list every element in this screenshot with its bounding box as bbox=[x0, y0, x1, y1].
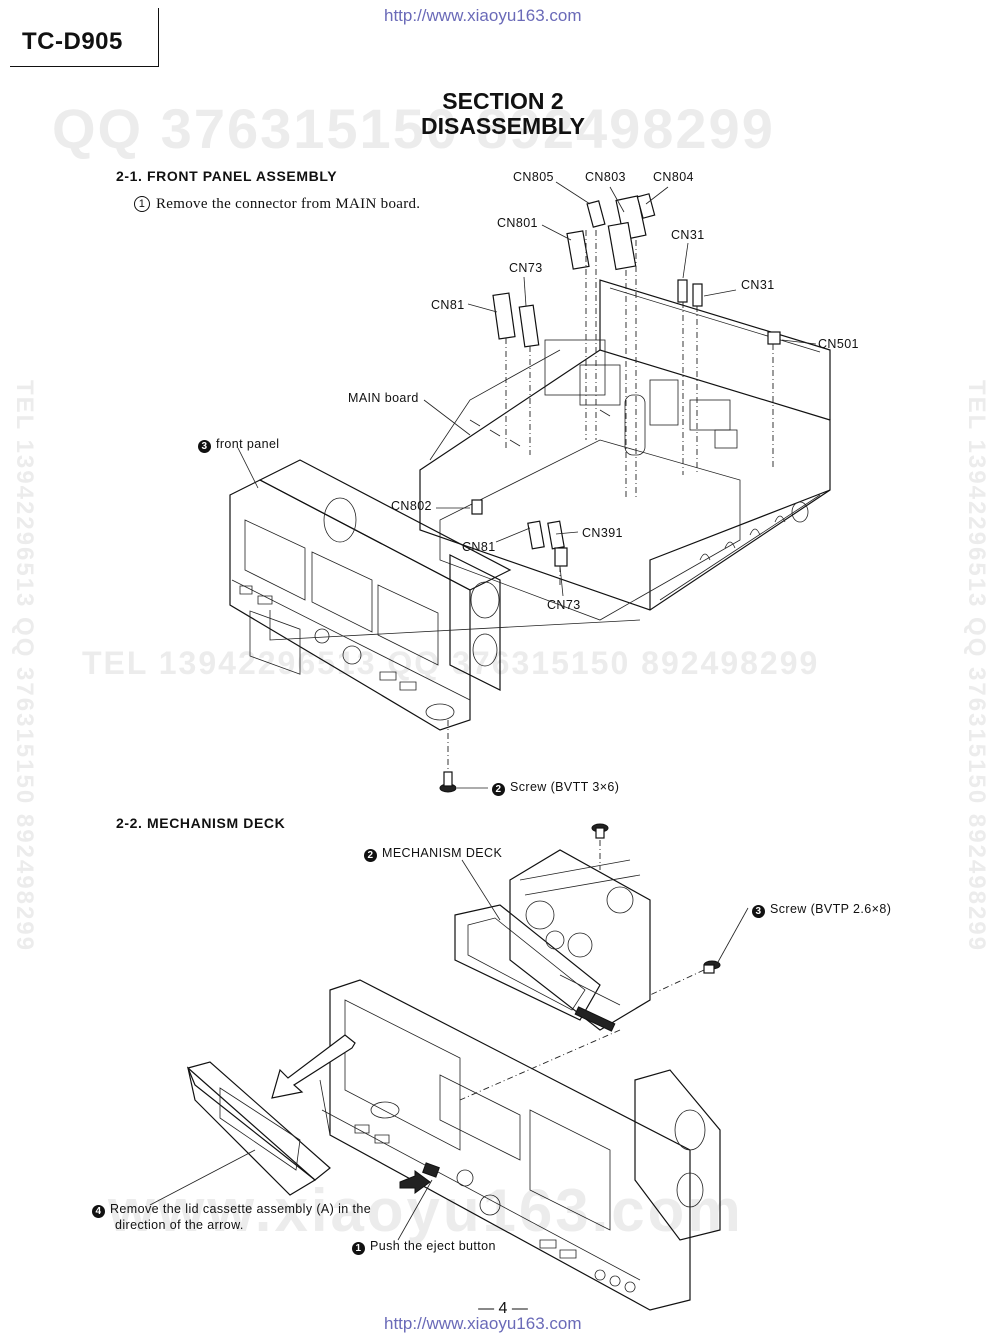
label-main-board: MAIN board bbox=[348, 391, 419, 405]
step-badge: 2 bbox=[364, 849, 377, 862]
watermark-side-right: TEL 13942296513 QQ 376315150 892498299 bbox=[963, 380, 990, 952]
label-cn81-top: CN81 bbox=[431, 298, 465, 312]
step-badge: 4 bbox=[92, 1205, 105, 1218]
connector-guide-lines bbox=[505, 230, 774, 585]
deck-guide-line bbox=[459, 1029, 621, 1101]
label-cn31-top: CN31 bbox=[671, 228, 705, 242]
watermark-url: www.xiaoyu163.com bbox=[108, 1177, 744, 1244]
panel-guide-line bbox=[269, 610, 641, 641]
screw-bvtp-text: Screw (BVTP 2.6×8) bbox=[770, 902, 892, 916]
screw-text: Screw (BVTT 3×6) bbox=[510, 780, 620, 794]
label-cn31-right: CN31 bbox=[741, 278, 775, 292]
label-lid-cassette: 4 Remove the lid cassette assembly (A) in… bbox=[92, 1202, 371, 1232]
main-board bbox=[439, 439, 741, 621]
label-cn804: CN804 bbox=[653, 170, 694, 184]
watermark-side-left: TEL 13942296513 QQ 376315150 892498299 bbox=[11, 380, 38, 952]
front-unit bbox=[319, 979, 721, 1311]
label-cn73-top: CN73 bbox=[509, 261, 543, 275]
page-number: — 4 — bbox=[478, 1300, 528, 1317]
source-url-bottom[interactable]: http://www.xiaoyu163.com bbox=[384, 1314, 582, 1333]
front-panel-exploded-diagram bbox=[229, 181, 831, 793]
mechanism-deck-text: MECHANISM DECK bbox=[382, 846, 503, 860]
lid-line-2: direction of the arrow. bbox=[115, 1218, 244, 1232]
label-cn805: CN805 bbox=[513, 170, 554, 184]
label-cn73-bottom: CN73 bbox=[547, 598, 581, 612]
label-cn391: CN391 bbox=[582, 526, 623, 540]
watermark-qq: QQ 376315150 892498299 bbox=[52, 97, 775, 160]
source-url-top[interactable]: http://www.xiaoyu163.com bbox=[384, 6, 582, 25]
section-title: DISASSEMBLY bbox=[420, 113, 586, 139]
model-box bbox=[10, 8, 159, 67]
label-cn802: CN802 bbox=[391, 499, 432, 513]
screw-1 bbox=[439, 771, 457, 793]
step-badge: 2 bbox=[492, 783, 505, 796]
section-heading-mechanism-deck: 2-2. MECHANISM DECK bbox=[116, 815, 286, 831]
label-mechanism-deck: 2 MECHANISM DECK bbox=[364, 846, 502, 862]
section-number: SECTION 2 bbox=[442, 88, 564, 114]
label-cn801: CN801 bbox=[497, 216, 538, 230]
label-eject-button: 1 Push the eject button bbox=[352, 1239, 496, 1255]
mechanism-deck-exploded-diagram bbox=[149, 823, 749, 1311]
eject-arrow bbox=[399, 1170, 431, 1194]
front-panel-text: front panel bbox=[216, 437, 280, 451]
chassis bbox=[419, 279, 831, 611]
step-badge: 3 bbox=[752, 905, 765, 918]
leader-lines bbox=[237, 181, 817, 789]
mechanism-deck bbox=[454, 849, 651, 1032]
step-text: Remove the connector from MAIN board. bbox=[156, 196, 421, 212]
step-badge: 1 bbox=[352, 1242, 365, 1255]
section-heading-front-panel: 2-1. FRONT PANEL ASSEMBLY bbox=[116, 168, 338, 184]
screws bbox=[591, 823, 721, 996]
step-remove-connector: 1 Remove the connector from MAIN board. bbox=[134, 196, 420, 213]
leader-lines-2 bbox=[149, 859, 749, 1241]
label-cn501: CN501 bbox=[818, 337, 859, 351]
eject-text: Push the eject button bbox=[370, 1239, 496, 1253]
label-screw-bvtt: 2 Screw (BVTT 3×6) bbox=[492, 780, 619, 796]
step-badge: 3 bbox=[198, 440, 211, 453]
label-screw-bvtp: 3 Screw (BVTP 2.6×8) bbox=[752, 902, 891, 918]
model-number: TC-D905 bbox=[22, 28, 123, 55]
label-cn81-bottom: CN81 bbox=[462, 540, 496, 554]
label-front-panel: 3 front panel bbox=[198, 437, 279, 453]
lid-cassette-assembly bbox=[187, 1061, 331, 1196]
lid-line-1: Remove the lid cassette assembly (A) in … bbox=[110, 1202, 372, 1216]
step-number: 1 bbox=[134, 196, 150, 212]
label-cn803: CN803 bbox=[585, 170, 626, 184]
front-panel-assembly bbox=[229, 459, 512, 731]
connectors bbox=[471, 193, 781, 567]
direction-arrow bbox=[271, 1034, 356, 1099]
